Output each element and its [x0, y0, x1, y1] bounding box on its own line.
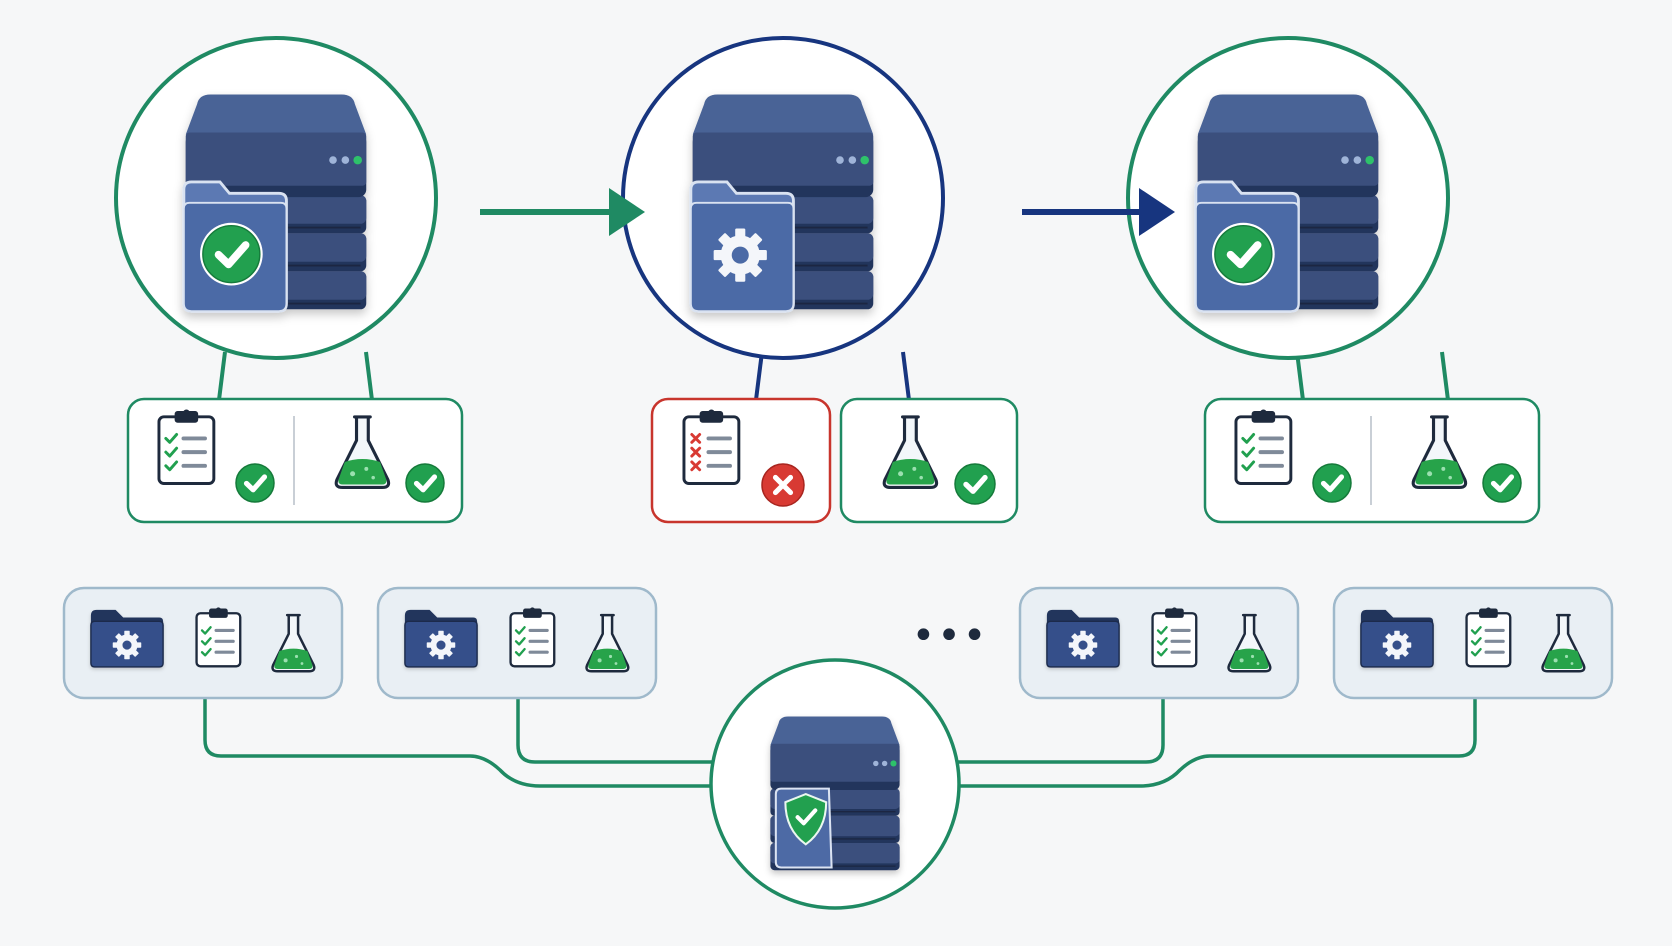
stage-connector-leg: [1295, 351, 1305, 401]
flask-icon: [334, 415, 391, 490]
cross-badge-icon: [759, 461, 807, 509]
folder-gear-icon: [1046, 609, 1120, 668]
stage-connector-leg: [901, 351, 911, 401]
flask-icon: [585, 613, 630, 673]
pool-connector-line: [203, 698, 712, 788]
stage-connector-leg: [217, 351, 227, 401]
server-icon: [689, 94, 874, 313]
check-badge-icon: [1212, 222, 1275, 286]
pool-connector-line: [958, 698, 1165, 764]
stage-connector-leg: [364, 351, 374, 401]
checklist-icon: [509, 607, 556, 668]
pipeline-stage-3: [1126, 36, 1541, 524]
checklist-icon: [195, 607, 242, 668]
pool-tray-4: [1332, 586, 1614, 700]
gear-icon: [426, 630, 456, 660]
flask-icon: [1227, 613, 1272, 673]
checklist-icon: [1151, 607, 1198, 668]
flask-icon: [882, 415, 939, 490]
gear-icon: [713, 228, 767, 282]
arrow-right-icon: [1022, 188, 1175, 236]
more-trays-ellipsis: •••: [911, 613, 989, 659]
check-badge-icon: [952, 461, 998, 507]
arrow-right-icon: [480, 188, 645, 236]
folder-check-icon: [182, 180, 288, 313]
folder-gear-icon: [1360, 609, 1434, 668]
server-icon: [1194, 94, 1379, 313]
server-icon: [182, 94, 367, 313]
shield-icon: [774, 787, 833, 869]
folder-gear-icon: [404, 609, 478, 668]
stage-connector-leg: [1440, 351, 1450, 401]
checklist-icon: [1234, 409, 1293, 485]
pool-connector-line: [958, 698, 1477, 788]
gear-icon: [1068, 630, 1098, 660]
gear-icon: [1382, 630, 1412, 660]
check-panel: [839, 397, 1019, 524]
gear-icon: [112, 630, 142, 660]
server-shield-icon: [770, 716, 900, 871]
check-badge-icon: [200, 222, 263, 286]
check-badge-icon: [1310, 461, 1354, 505]
flask-icon: [1541, 613, 1586, 673]
stage-connector-leg: [754, 351, 764, 401]
checklist-icon: [682, 409, 741, 485]
folder-check-icon: [1194, 180, 1300, 313]
check-panel: [1203, 397, 1541, 524]
pool-tray-2: [376, 586, 658, 700]
pipeline-stage-2: [621, 36, 1019, 524]
checklist-icon: [157, 409, 216, 485]
hub-node: [709, 658, 961, 910]
flask-icon: [271, 613, 316, 673]
checklist-icon: [1465, 607, 1512, 668]
check-panel: [650, 397, 832, 524]
check-badge-icon: [403, 461, 447, 505]
check-badge-icon: [1480, 461, 1524, 505]
pipeline-stage-1: [114, 36, 464, 524]
folder-gear-icon: [90, 609, 164, 668]
pool-connector-line: [516, 698, 712, 764]
folder-gear-icon: [689, 180, 795, 313]
pool-tray-1: [62, 586, 344, 700]
check-badge-icon: [233, 461, 277, 505]
check-panel: [126, 397, 464, 524]
pool-tray-3: [1018, 586, 1300, 700]
flask-icon: [1411, 415, 1468, 490]
